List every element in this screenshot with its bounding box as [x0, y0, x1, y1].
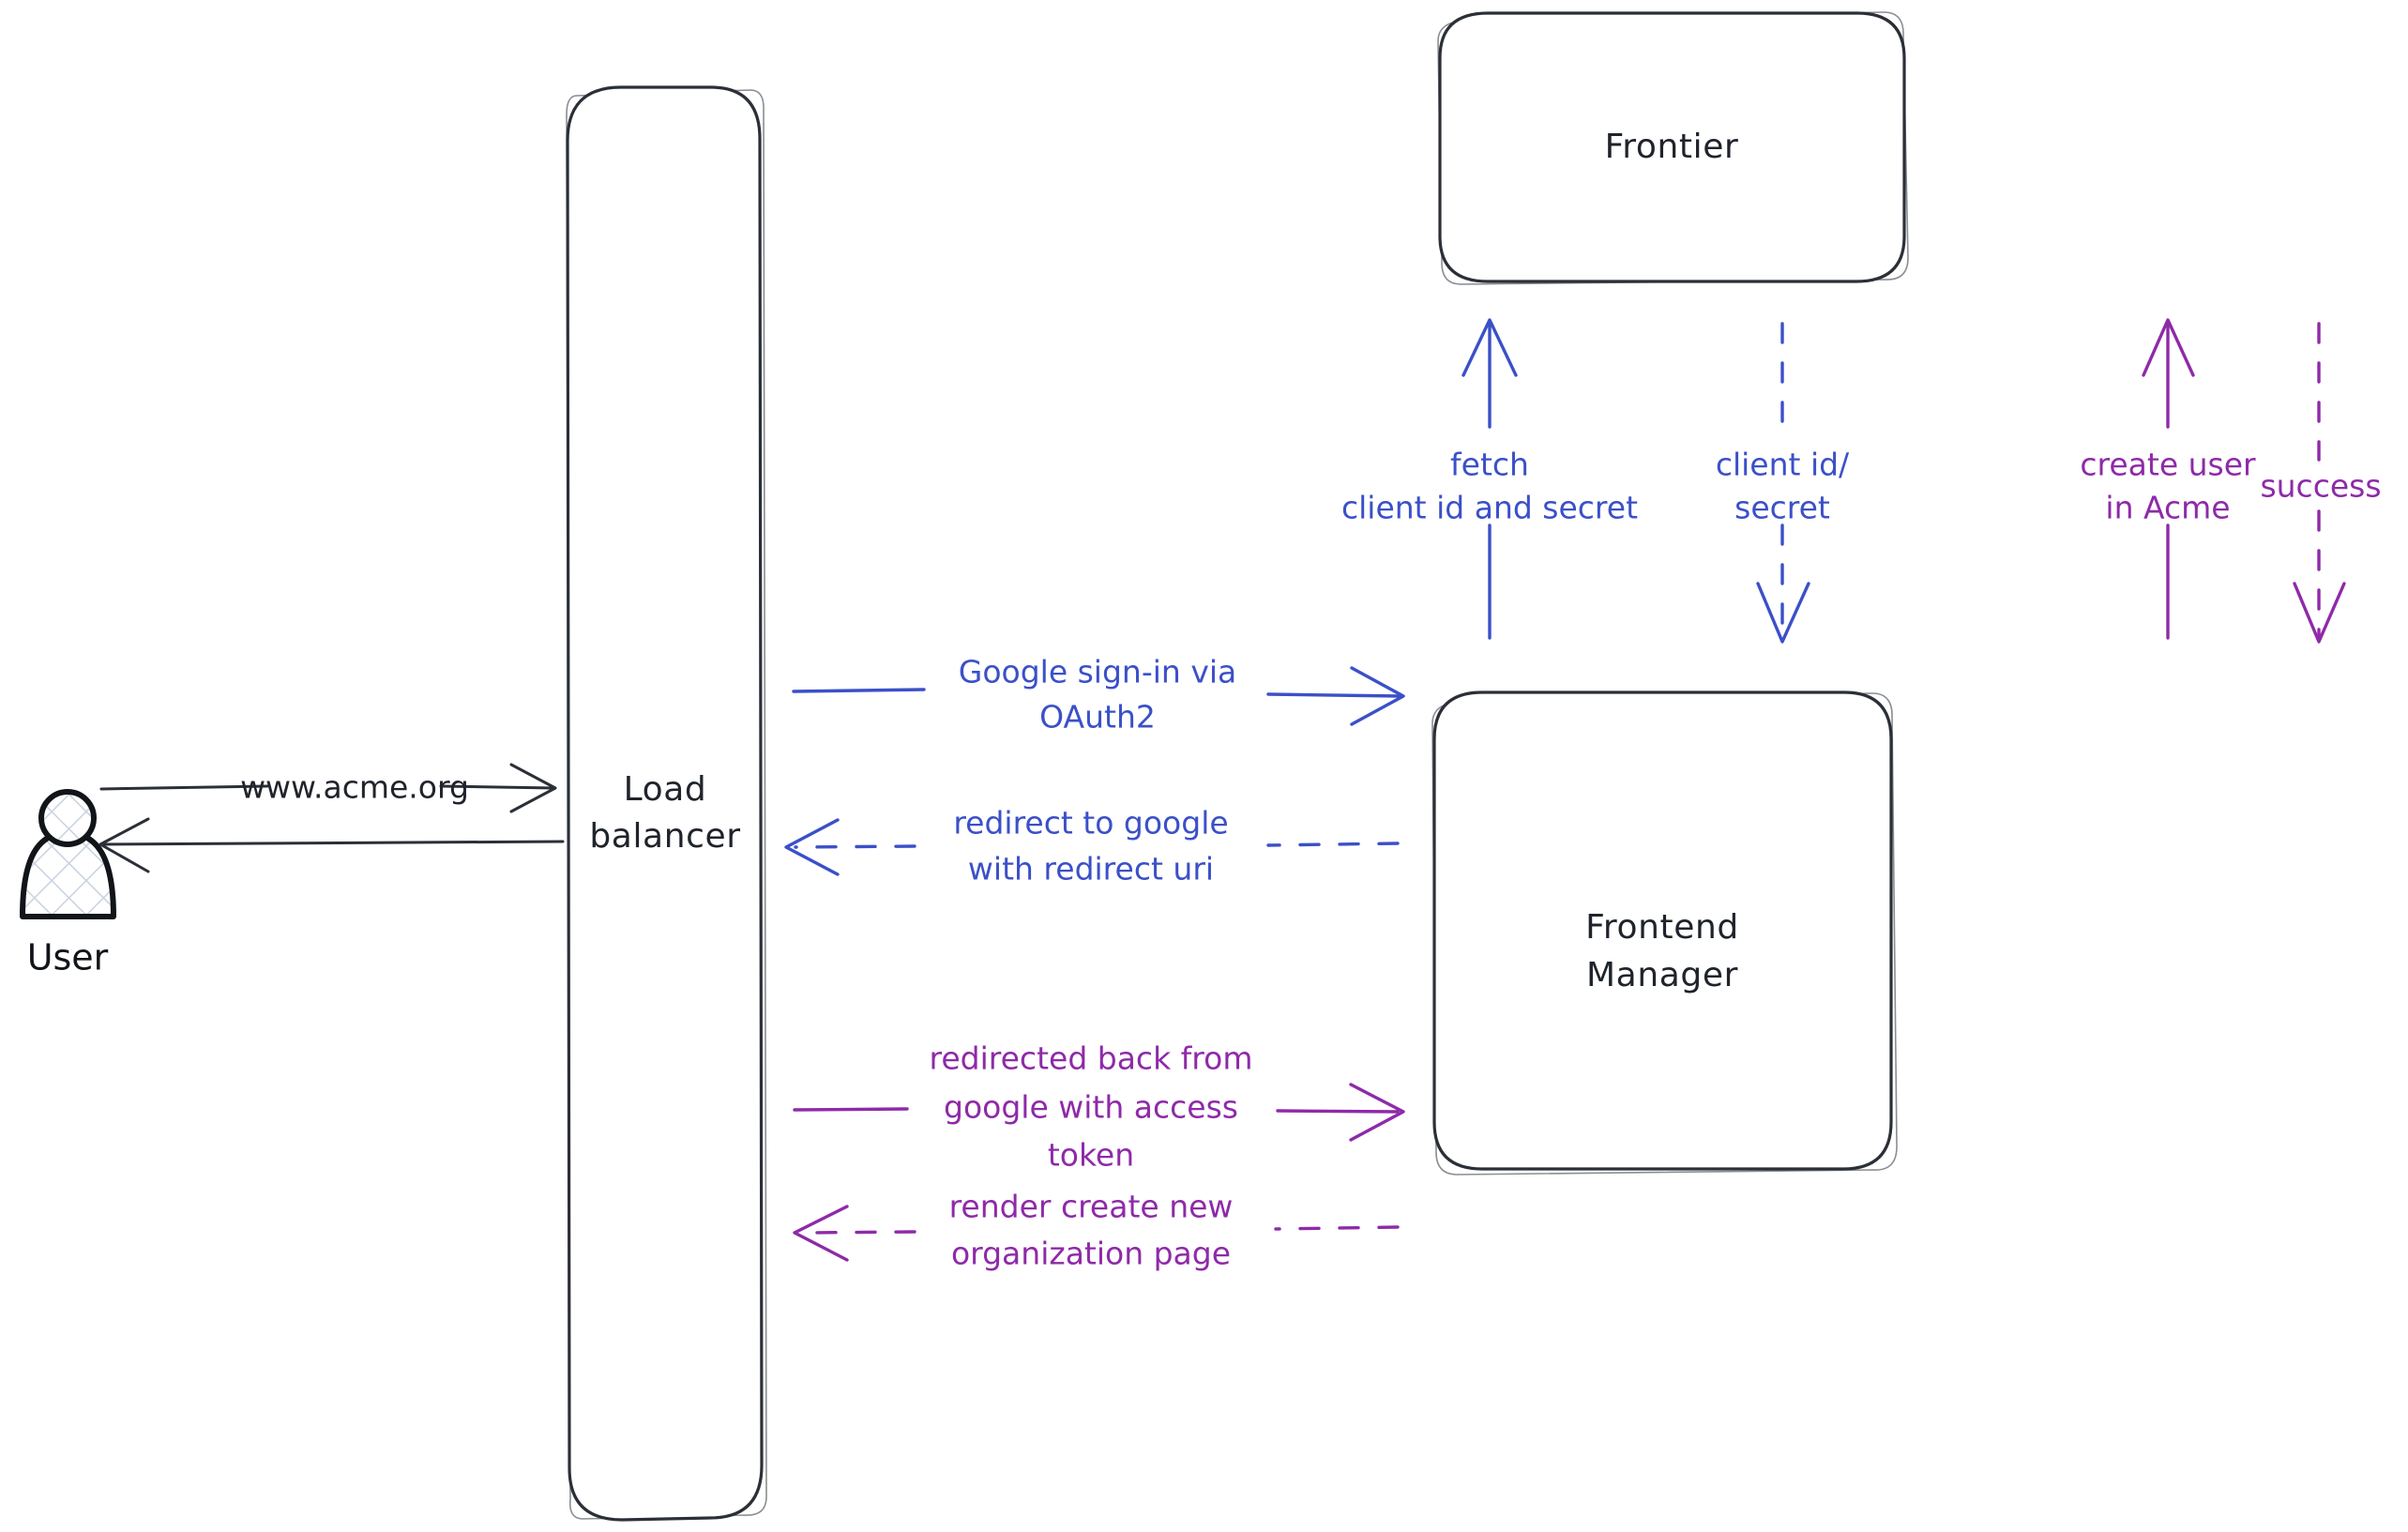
edge-user-to-load-balancer-label: www.acme.org: [240, 769, 469, 806]
edge-fm-to-frontier-create-user-label-line1: create user: [2080, 447, 2256, 483]
edge-frontier-to-fm-success: success: [2260, 322, 2382, 644]
edge-lb-to-fm-token-label-line3: token: [1048, 1137, 1134, 1174]
edge-user-to-load-balancer: www.acme.org: [99, 763, 557, 813]
edge-frontier-to-fm-success-label: success: [2260, 468, 2381, 505]
node-frontier[interactable]: Frontier: [1437, 11, 1909, 285]
edge-fm-to-frontier-fetch-label-line2: client id and secret: [1341, 490, 1638, 526]
edge-fm-to-frontier-fetch-label-line1: fetch: [1450, 447, 1529, 483]
edge-fm-to-lb-redirect-label-line1: redirect to google: [953, 805, 1228, 842]
edge-lb-to-fm-signin: Google sign-in via OAuth2: [792, 654, 1405, 736]
edge-lb-to-fm-signin-label-line1: Google sign-in via: [959, 654, 1236, 690]
actor-user-label: User: [27, 937, 109, 978]
node-frontend-manager-label-line1: Frontend: [1585, 908, 1739, 947]
edge-fm-to-lb-render: render create new organization page: [793, 1189, 1400, 1272]
node-frontier-label: Frontier: [1605, 128, 1739, 166]
edge-frontier-to-fm-credentials-label-line1: client id/: [1716, 447, 1850, 483]
node-load-balancer-label-line2: balancer: [589, 817, 740, 856]
edge-fm-to-lb-render-label-line1: render create new: [949, 1189, 1234, 1225]
edge-lb-to-fm-token: redirected back from google with access …: [793, 1040, 1405, 1174]
edge-frontier-to-fm-credentials: client id/ secret: [1716, 322, 1850, 644]
node-frontend-manager-label-line2: Manager: [1586, 956, 1738, 994]
edge-fm-to-frontier-create-user-label-line2: in Acme: [2105, 490, 2230, 526]
node-load-balancer-label-line1: Load: [624, 770, 707, 809]
edge-lb-to-fm-token-label-line1: redirected back from: [930, 1040, 1253, 1077]
edge-frontier-to-fm-credentials-label-line2: secret: [1734, 490, 1830, 526]
edge-fm-to-frontier-create-user: create user in Acme: [2080, 318, 2256, 640]
edge-lb-to-fm-signin-label-line2: OAuth2: [1039, 699, 1156, 736]
edge-fm-to-lb-render-label-line2: organization page: [951, 1236, 1231, 1272]
edge-load-balancer-to-user: [98, 817, 565, 873]
person-icon: [20, 789, 116, 919]
node-frontend-manager[interactable]: Frontend Manager: [1431, 690, 1898, 1176]
edge-fm-to-lb-redirect-label-line2: with redirect uri: [968, 851, 1214, 887]
edge-lb-to-fm-token-label-line2: google with access: [944, 1089, 1238, 1126]
actor-user[interactable]: User: [20, 789, 116, 978]
edge-fm-to-frontier-fetch: fetch client id and secret: [1341, 318, 1638, 640]
node-load-balancer[interactable]: Load balancer: [566, 85, 767, 1522]
edge-fm-to-lb-redirect: redirect to google with redirect uri: [784, 805, 1400, 887]
